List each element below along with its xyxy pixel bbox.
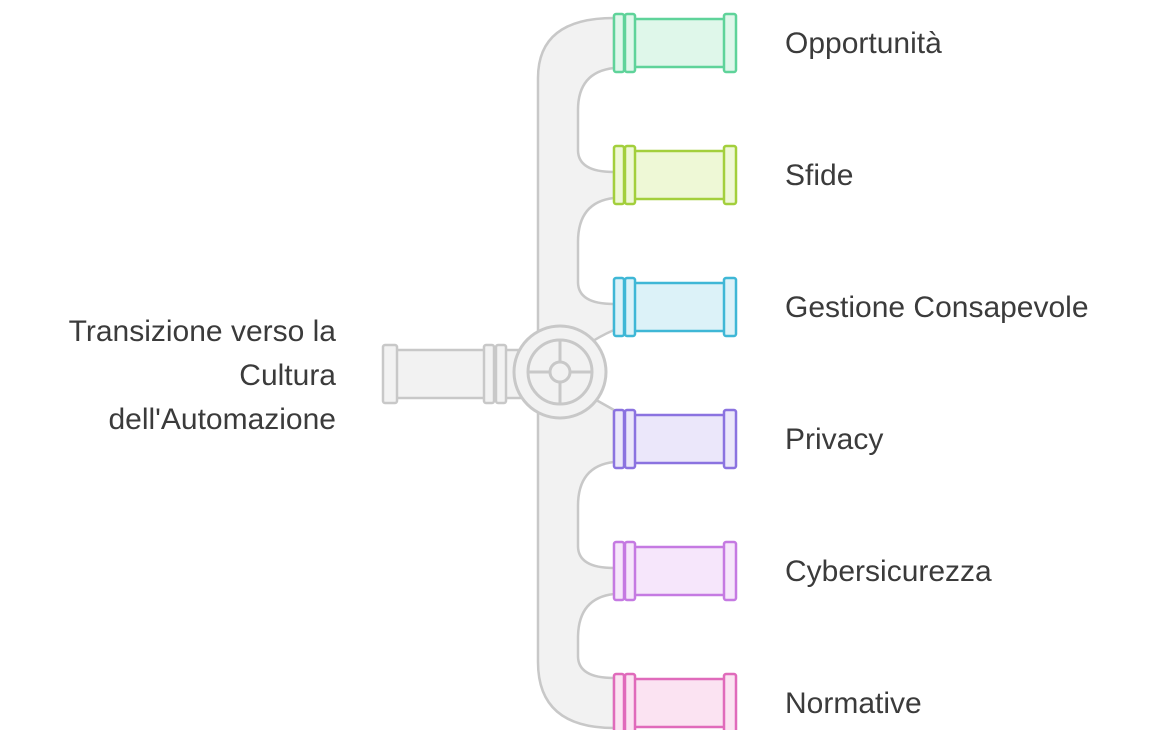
output-pipe — [612, 540, 738, 602]
source-label-line: Cultura — [239, 359, 336, 392]
output-pipe — [612, 672, 738, 730]
source-label-line: Transizione verso la — [68, 315, 336, 348]
output-pipe — [612, 12, 738, 74]
output-label-gestione-consapevole: Gestione Consapevole — [785, 291, 1089, 324]
output-label-normative: Normative — [785, 687, 922, 720]
output-pipe — [612, 276, 738, 338]
output-pipe — [612, 144, 738, 206]
output-label-cybersicurezza: Cybersicurezza — [785, 555, 992, 588]
source-label: Transizione verso la Cultura dell'Automa… — [0, 310, 336, 442]
input-pipe — [381, 343, 524, 405]
output-label-opportunita: Opportunità — [785, 27, 942, 60]
output-pipe — [612, 408, 738, 470]
valve-wheel-icon — [512, 324, 608, 420]
output-label-sfide: Sfide — [785, 159, 854, 192]
output-label-privacy: Privacy — [785, 423, 884, 456]
source-label-line: dell'Automazione — [108, 403, 336, 436]
